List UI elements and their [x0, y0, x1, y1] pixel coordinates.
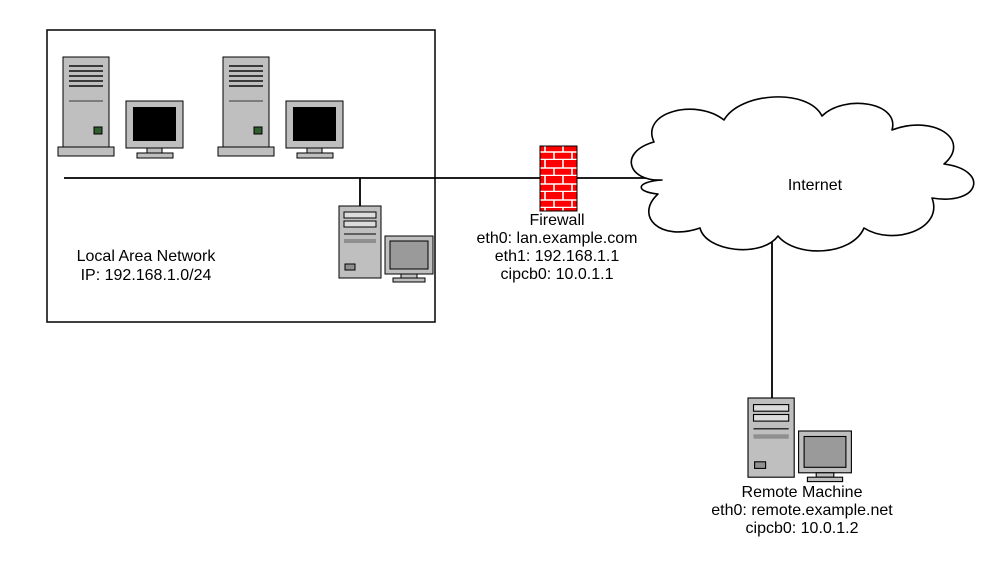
lan-desktop-icon: [338, 205, 434, 283]
firewall-title: Firewall: [529, 212, 585, 229]
lan-workstation-2-icon: [217, 56, 344, 159]
lan-workstation-1-icon: [57, 56, 184, 159]
remote-title: Remote Machine: [741, 484, 863, 501]
firewall-eth0: eth0: lan.example.com: [476, 230, 638, 247]
remote-cipcb0: cipcb0: 10.0.1.2: [745, 520, 859, 537]
remote-eth0: eth0: remote.example.net: [711, 502, 893, 519]
internet-cloud-icon: [630, 96, 975, 252]
lan-title: Local Area Network: [76, 248, 216, 265]
firewall-label: Firewall eth0: lan.example.com eth1: 192…: [432, 212, 682, 284]
internet-label: Internet: [787, 177, 843, 194]
firewall-cipcb0: cipcb0: 10.0.1.1: [500, 266, 614, 283]
lan-ip: IP: 192.168.1.0/24: [80, 267, 212, 284]
firewall-icon: [539, 145, 578, 212]
firewall-eth1: eth1: 192.168.1.1: [494, 248, 620, 265]
lan-boundary-box: [46, 29, 436, 323]
remote-machine-label: Remote Machine eth0: remote.example.net …: [672, 484, 932, 538]
remote-machine-icon: [747, 397, 852, 483]
lan-label: Local Area Network IP: 192.168.1.0/24: [58, 247, 234, 285]
